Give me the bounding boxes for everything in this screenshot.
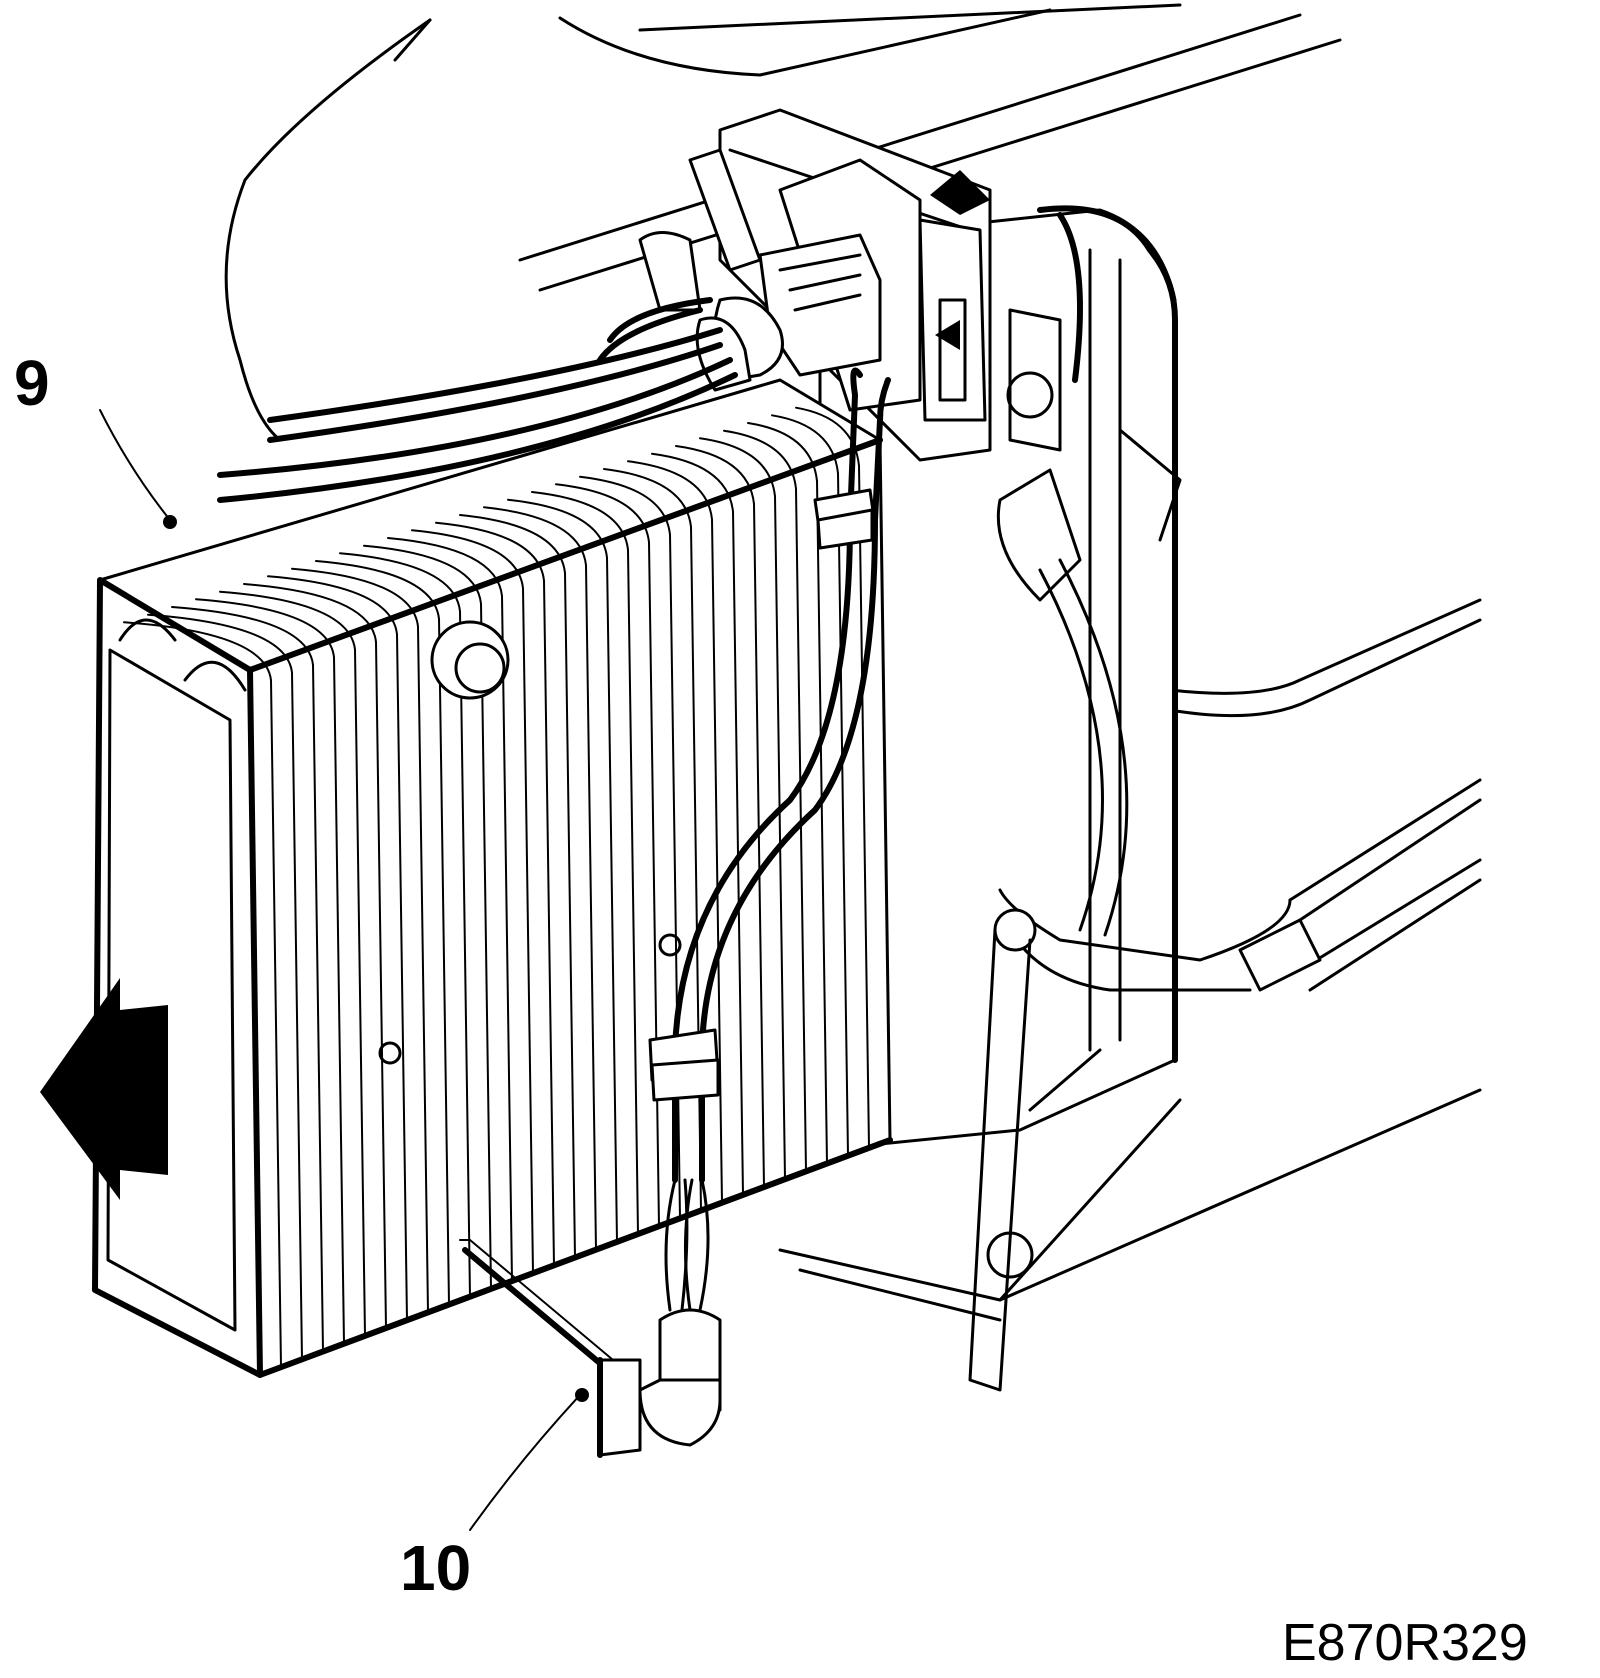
fin-line (564, 572, 576, 1259)
fin-line (480, 602, 492, 1290)
fin-line (858, 464, 870, 1149)
fin-line (816, 480, 828, 1165)
callout-leaders (99, 409, 589, 1531)
top-fin-curve (459, 514, 566, 574)
top-fin-curve (723, 429, 797, 490)
top-fin-curve (675, 445, 755, 505)
top-fin-curve (699, 437, 776, 498)
wiring-harness (217, 297, 738, 503)
top-fin-curve (651, 452, 734, 513)
fin-line (522, 587, 534, 1275)
top-fin-curve (147, 613, 293, 674)
fin-line (585, 564, 597, 1251)
fin-line (648, 541, 660, 1228)
fin-line (354, 648, 366, 1337)
housing-outline (224, 3, 1482, 1302)
fin-line (333, 656, 345, 1345)
top-fin-curve (435, 521, 545, 582)
fin-line (543, 579, 555, 1267)
top-fin-curve (483, 506, 587, 567)
top-fin-curve (795, 406, 860, 467)
callout-10: 10 (400, 1532, 471, 1604)
heater-core (92, 378, 893, 1378)
top-fin-curve (387, 537, 503, 597)
fin-line (417, 625, 429, 1314)
top-fin-curve (171, 606, 314, 666)
fin-line (291, 671, 303, 1361)
fin-line (711, 518, 723, 1204)
top-fin-curve (411, 529, 524, 590)
top-fin-curve (123, 621, 272, 682)
top-fin-curve (267, 575, 398, 636)
sensor-wire (638, 367, 891, 1447)
fin-line (438, 618, 450, 1306)
fin-line (501, 595, 513, 1282)
top-fin-curve (315, 560, 440, 620)
fin-line (669, 533, 681, 1220)
top-fin-curve (603, 468, 692, 528)
top-fin-curve (555, 483, 650, 544)
top-fin-curve (291, 567, 419, 628)
direction-arrow (40, 978, 168, 1200)
top-fin-curve (195, 598, 335, 659)
top-fin-curve (339, 552, 461, 613)
fin-line (753, 503, 765, 1188)
top-fin-curve (627, 460, 713, 521)
fin-line (606, 556, 618, 1243)
top-fin-curve (579, 475, 671, 536)
top-fin-curve (531, 491, 629, 551)
fin-line (270, 679, 282, 1369)
top-fin-curve (219, 590, 356, 651)
top-fin-curve (363, 544, 482, 605)
retaining-strap (968, 428, 1322, 1392)
callout-9: 9 (14, 347, 50, 419)
core-top-fins (123, 406, 860, 682)
fin-line (774, 495, 786, 1181)
top-fin-curve (771, 414, 839, 475)
top-fin-curve (243, 583, 377, 643)
core-fittings (378, 620, 682, 1065)
top-fin-curve (507, 498, 608, 559)
fin-line (795, 487, 807, 1173)
temperature-sensor (459, 1239, 642, 1458)
fin-line (459, 610, 471, 1298)
fin-line (312, 664, 324, 1353)
fin-line (396, 633, 408, 1322)
top-fin-curve (747, 422, 818, 482)
reference-code: E870R329 (1282, 1614, 1528, 1672)
fin-line (627, 549, 639, 1235)
fin-line (375, 641, 387, 1329)
core-fins (270, 464, 870, 1369)
fin-line (837, 472, 849, 1157)
coolant-pipes (695, 233, 882, 392)
